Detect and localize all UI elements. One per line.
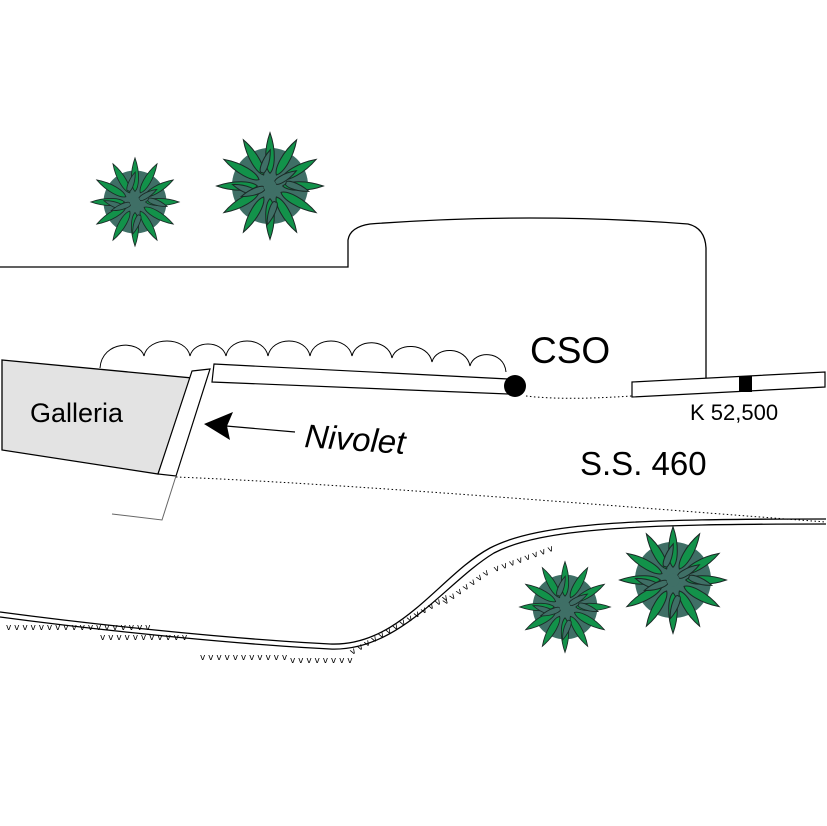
- svg-text:v v v v v v v v v v v: v v v v v v v v v v v: [200, 653, 288, 663]
- vegetation-marks: v v v v v v v v v v v v v v v v v v v v …: [6, 544, 556, 666]
- tree-icon: [91, 158, 179, 246]
- river-bank-upper: [0, 518, 827, 645]
- tree-icon: [520, 562, 611, 653]
- retaining-wall: [211, 363, 509, 395]
- direction-arrow-line: [225, 425, 296, 433]
- cso-label: CSO: [530, 330, 610, 371]
- svg-text:v v v v v v v v: v v v v v v v v: [290, 656, 353, 666]
- svg-text:v v v v v v v v v v v v v v: v v v v v v v v v v v v v v: [349, 593, 451, 658]
- arrow-icon: [204, 412, 233, 440]
- portal-ground-line: [111, 475, 177, 521]
- hedge-outline: [99, 340, 507, 373]
- svg-text:v v v v v v v v: v v v v v v v v: [493, 544, 556, 575]
- tree-icon: [620, 527, 727, 634]
- station-dot-icon: [504, 375, 526, 397]
- km-label: K 52,500: [690, 400, 778, 425]
- svg-text:v v v v v v v v v v v: v v v v v v v v v v v: [100, 633, 188, 643]
- road-edge-dotted: [525, 395, 633, 399]
- road-edge-lower-dotted: [175, 476, 827, 523]
- galleria-label: Galleria: [30, 398, 124, 428]
- km-marker-icon: [739, 376, 752, 392]
- nivolet-label: Nivolet: [304, 417, 409, 461]
- svg-text:v v v v v v v v v v v v v v v: v v v v v v v v v v v v v v v v v v: [6, 623, 151, 633]
- road-label: S.S. 460: [580, 445, 707, 482]
- top-boundary-line: [0, 217, 707, 380]
- river-bank-lower: [0, 523, 827, 650]
- right-wall-segment: [631, 371, 826, 398]
- tree-icon: [217, 133, 324, 240]
